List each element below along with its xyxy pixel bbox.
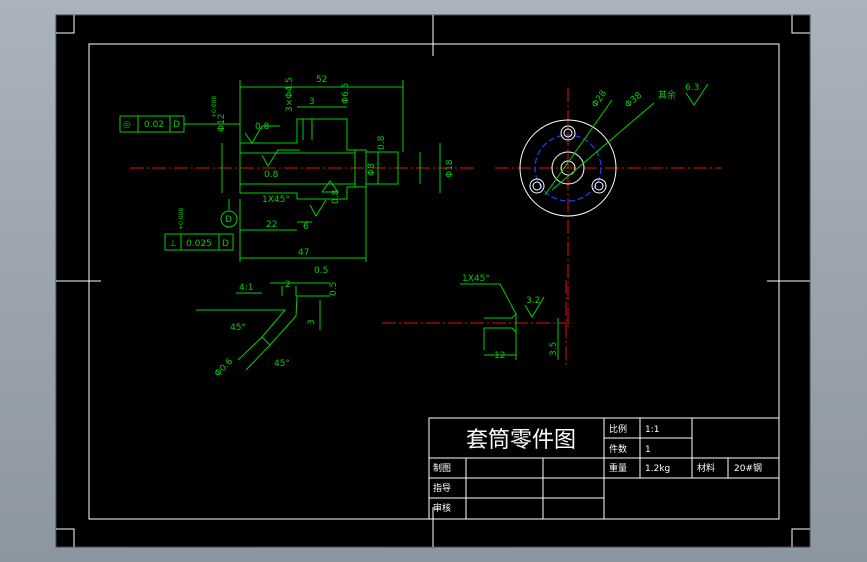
dim-3: 3	[309, 97, 315, 107]
qty-label: 件数	[609, 443, 627, 455]
dim-phi12: Φ12	[217, 113, 227, 132]
detail1-outline	[196, 286, 330, 371]
corner-mark-br	[791, 528, 810, 547]
detail1-2: 2	[285, 280, 291, 290]
flange-circle	[519, 119, 617, 217]
detail2-32: 3.2	[526, 296, 540, 306]
rough-mid: 0.8	[264, 170, 279, 180]
detail2-12: 12	[494, 351, 505, 361]
review-label: 审核	[433, 502, 451, 514]
fcf1-datum: D	[173, 120, 180, 130]
rest-label: 其余	[658, 89, 676, 101]
fcf2-value: 0.025	[186, 239, 212, 249]
rough-top: 0.8	[255, 122, 270, 132]
fcf1-value: 0.02	[144, 120, 164, 130]
dim-22: 22	[266, 220, 277, 230]
hub-circle	[551, 151, 585, 185]
tol-phi12: +0.008	[211, 96, 218, 118]
dim-phi18: Φ18	[445, 159, 455, 178]
detail1-45b: 45°	[274, 359, 290, 369]
material-label: 材料	[697, 462, 715, 474]
fcf2-datum: D	[222, 239, 229, 249]
detail1-3: 3	[307, 319, 317, 325]
scale-value: 1:1	[645, 425, 659, 435]
rough-rest: 6.3	[685, 83, 699, 93]
drawn-label: 制图	[433, 462, 451, 474]
tol-phi38: +0.008	[178, 208, 185, 230]
weight-value: 1.2kg	[645, 464, 670, 474]
dim-47: 47	[298, 248, 309, 258]
datum-label: D	[225, 215, 232, 225]
qty-value: 1	[645, 445, 651, 455]
end-nut	[366, 151, 399, 185]
detail1-05b: 0.5	[329, 282, 339, 296]
rough-right: 0.8	[377, 135, 387, 150]
rough-bot: 0.8	[331, 189, 341, 204]
corner-mark-tl	[56, 15, 75, 34]
title-block	[428, 417, 780, 520]
fcf1-symbol: ◎	[123, 120, 131, 130]
corner-mark-bl	[56, 528, 75, 547]
material-value: 20#钢	[734, 462, 762, 474]
bolt-hole-1	[560, 125, 576, 141]
dim-phi6-5: Φ6.5	[341, 83, 351, 104]
dim-3xphi4-5: 3×Φ4.5	[285, 77, 295, 112]
bolt-circle	[534, 134, 602, 202]
corner-mark-tr	[791, 15, 810, 34]
dim-phi8: Φ8	[367, 163, 377, 176]
fcf2-symbol: ⊥	[169, 239, 177, 249]
detail2-1x45: 1X45°	[462, 274, 490, 284]
bolt-hole-2	[529, 178, 545, 194]
guide-label: 指导	[433, 482, 451, 494]
detail1-05a: 0.5	[314, 266, 328, 276]
weight-label: 重量	[609, 462, 627, 474]
dim-52: 52	[316, 75, 327, 85]
bore-circle	[560, 160, 576, 176]
bolt-hole-3	[591, 178, 607, 194]
dim-6: 6	[303, 222, 309, 232]
detail1-45a: 45°	[230, 323, 246, 333]
scale-label: 比例	[609, 423, 627, 435]
detail2-35: 3.5	[549, 342, 559, 356]
dim-1x45: 1X45°	[262, 195, 290, 205]
part-title: 套筒零件图	[466, 428, 576, 453]
detail1-scale: 4:1	[239, 283, 253, 293]
